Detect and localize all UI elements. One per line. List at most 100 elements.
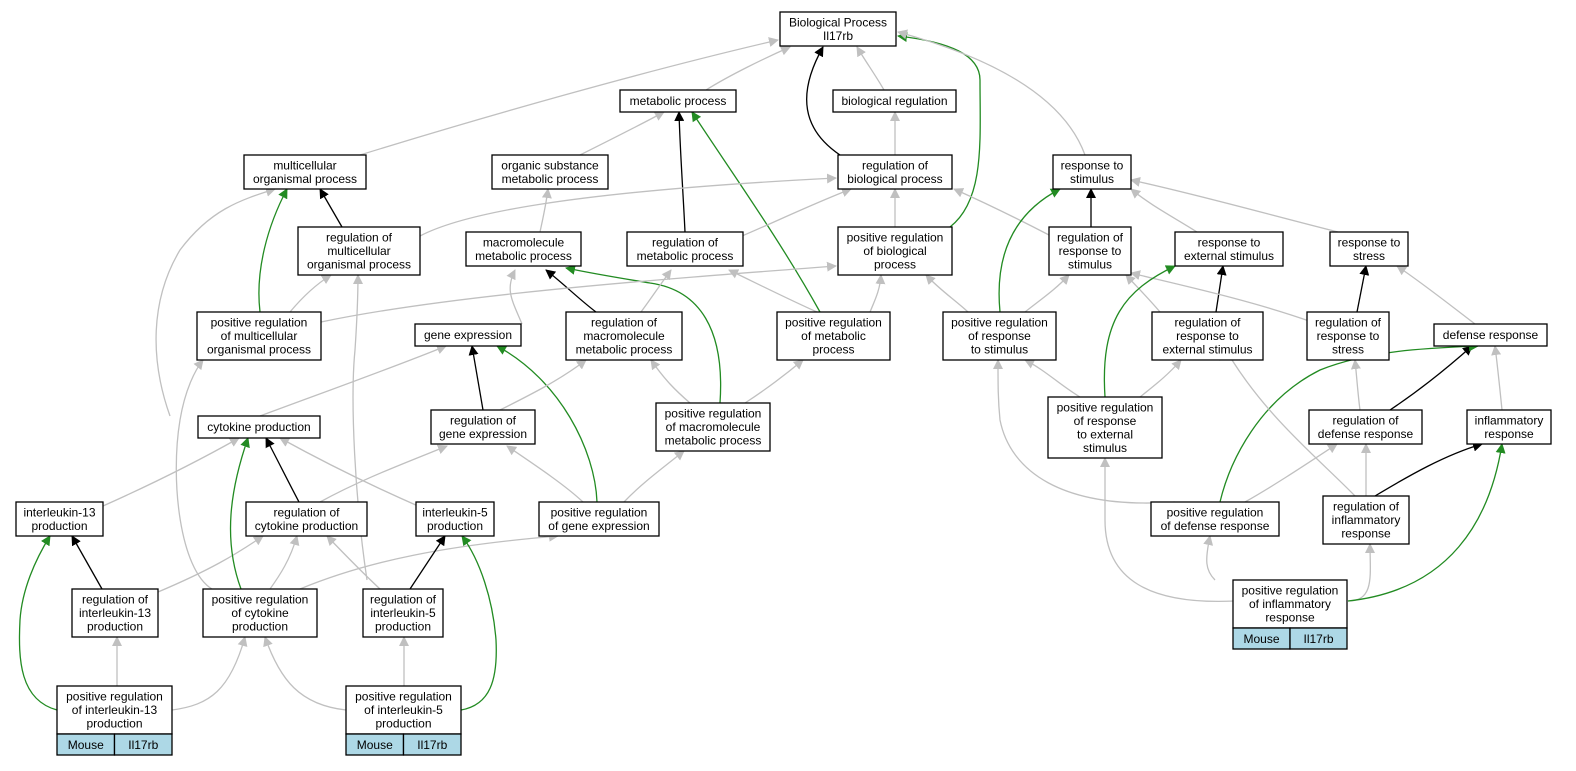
positively-regulates-edge [998,188,1061,313]
term-label: positive regulation [847,231,944,245]
term-node-bioreg[interactable]: biological regulation [832,89,957,113]
term-label: metabolic process [637,249,734,263]
term-label: external stimulus [1184,249,1274,263]
term-label: positive regulation [212,593,309,607]
term-label: positive regulation [951,316,1048,330]
species-tag-label: Mouse [68,738,104,752]
term-label: positive regulation [665,407,762,421]
is-a-edge [1024,274,1070,313]
term-node-geneexp[interactable]: gene expression [414,323,522,347]
term-label: regulation of [652,235,719,249]
term-label: organismal process [253,172,357,186]
term-box [565,311,683,361]
term-node-defense[interactable]: defense response [1433,323,1548,347]
term-label: defense response [1318,427,1414,441]
is-a-edge [299,531,559,590]
is-a-edge [171,636,248,711]
positively-regulates-edge [1103,265,1176,398]
term-label: multicellular [273,158,336,172]
term-label: cytokine production [207,420,310,434]
term-label: cytokine production [255,519,358,533]
positively-regulates-edge [460,535,497,711]
is-a-edge [744,359,804,404]
is-a-edge [897,29,1086,156]
term-box [655,402,771,452]
edges-layer [18,29,1506,711]
term-label: Il17rb [823,29,853,43]
term-label: production [375,620,431,634]
term-label: process [812,343,854,357]
gene-tag-cell [1289,627,1348,650]
term-label: stimulus [1083,441,1127,455]
is-a-edge [506,445,584,503]
is-a-edge [289,274,332,313]
term-label: regulation of [273,505,340,519]
term-label: interleukin-5 [422,505,488,519]
is-a-edge [1130,270,1313,323]
term-label: metabolic process [630,94,727,108]
is-a-edge [705,46,791,91]
term-label: of defense response [1161,519,1270,533]
term-label: Biological Process [789,15,887,29]
term-label: regulation of [591,316,658,330]
term-box [362,588,444,638]
term-label: interleukin-5 [370,606,436,620]
term-label: of response [968,329,1031,343]
term-box [345,685,462,735]
term-box [414,323,522,347]
term-box [465,231,582,267]
term-box [776,311,891,361]
term-label: metabolic process [502,172,599,186]
term-label: of multicellular [221,329,298,343]
term-label: organic substance [501,158,599,172]
is-a-edge [419,173,837,237]
is-a-edge [1244,443,1338,503]
term-box [202,588,318,638]
term-node-cytoprod[interactable]: cytokine production [197,415,321,439]
is-a-edge [499,359,587,411]
term-box [538,501,660,537]
term-label: regulation of [82,593,149,607]
term-box [71,588,159,638]
term-node-metabolic[interactable]: metabolic process [619,89,737,113]
regulates-edge [1356,265,1370,313]
term-box [56,685,173,735]
positively-regulates-edge [229,437,250,590]
term-label: of response [1074,414,1137,428]
